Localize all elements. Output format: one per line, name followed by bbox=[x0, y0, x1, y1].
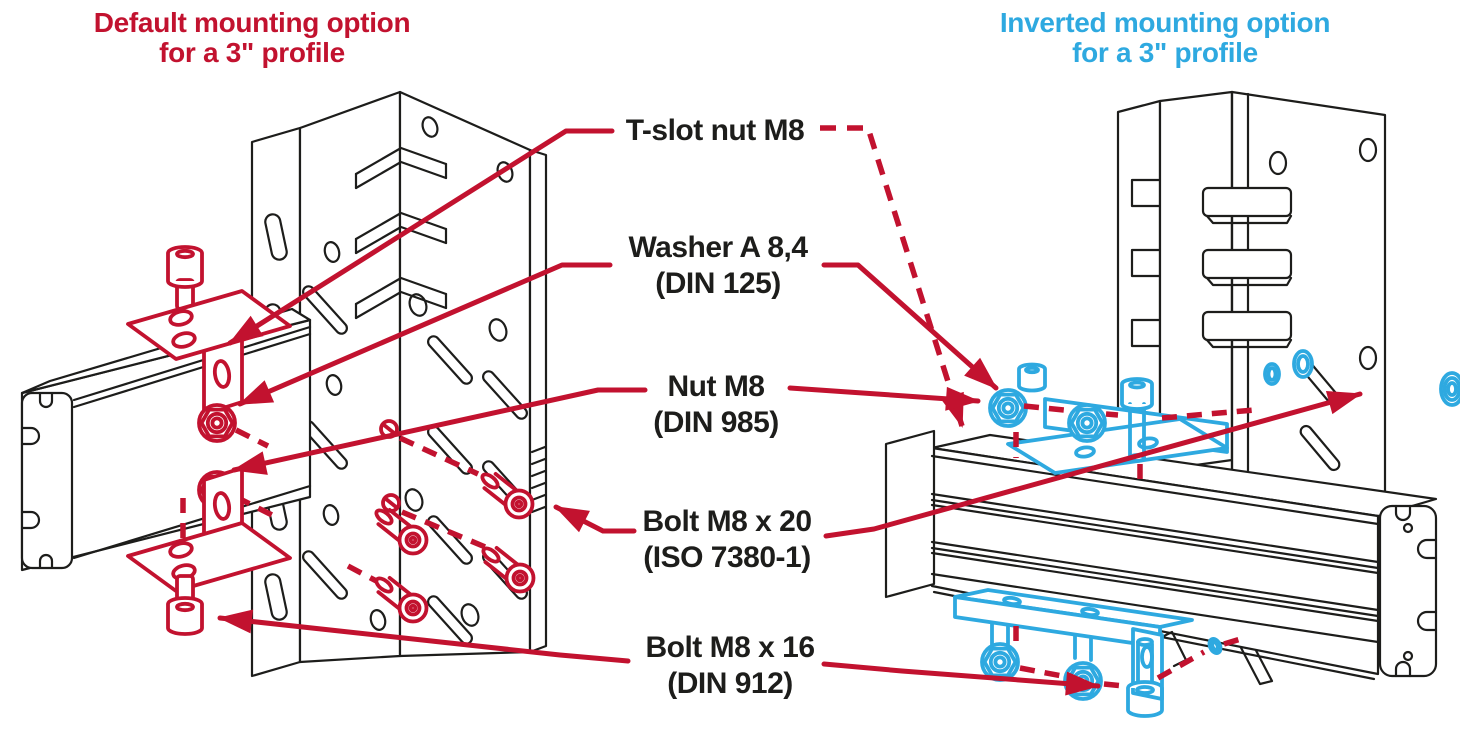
leader-nut-right bbox=[787, 385, 981, 411]
angle-bracket-bottom bbox=[126, 466, 292, 593]
leader-nut-left bbox=[231, 387, 648, 475]
label-bolt-m8x16-line1: Bolt M8 x 16 bbox=[645, 631, 815, 664]
label-bolt-m8x20: Bolt M8 x 20 (ISO 7380-1) bbox=[567, 504, 887, 576]
left-title-line1: Default mounting option bbox=[93, 7, 411, 38]
fasteners-through-holes bbox=[1263, 349, 1314, 386]
right-title-line2: for a 3" profile bbox=[1072, 37, 1258, 68]
hex-nut-top-1 bbox=[988, 388, 1028, 428]
red-mounting-hardware bbox=[126, 245, 536, 636]
label-bolt-m8x16-line2: (DIN 912) bbox=[667, 667, 793, 700]
label-t-slot-nut: T-slot nut M8 bbox=[555, 113, 875, 149]
nut-necks bbox=[990, 622, 1093, 662]
angle-bracket-top bbox=[126, 289, 292, 416]
socket-bolt-behind-nut bbox=[1017, 362, 1047, 393]
leader-washer-left bbox=[237, 262, 613, 407]
left-title-line2: for a 3" profile bbox=[159, 37, 345, 68]
blue-mounting-hardware-bottom bbox=[953, 588, 1245, 718]
leader-washer-right bbox=[821, 262, 999, 391]
socket-bolt-bottom bbox=[166, 574, 204, 636]
right-assembly-drawing bbox=[884, 90, 1460, 718]
hex-nut-bottom-1 bbox=[980, 642, 1020, 682]
right-title: Inverted mounting option for a 3" profil… bbox=[970, 8, 1360, 68]
label-bolt-m8x20-line2: (ISO 7380-1) bbox=[643, 541, 811, 574]
hex-nut-top-2 bbox=[1067, 403, 1107, 443]
leader-bolt-m8x16-left bbox=[217, 609, 631, 664]
assembly-axis-dashed bbox=[1013, 626, 1245, 689]
hex-nut-bottom-2 bbox=[1063, 661, 1103, 701]
label-nut: Nut M8 (DIN 985) bbox=[556, 369, 876, 441]
label-washer-line1: Washer A 8,4 bbox=[628, 231, 808, 264]
leader-bolt-m8x16-right bbox=[821, 661, 1101, 696]
label-washer-line2: (DIN 125) bbox=[655, 267, 781, 300]
socket-bolt-top bbox=[166, 245, 204, 311]
leader-bolt-m8x20-right bbox=[823, 391, 1363, 539]
bolt-in-far-hole bbox=[1439, 371, 1460, 407]
label-nut-line1: Nut M8 bbox=[667, 370, 766, 403]
socket-bolt-inverted bbox=[1126, 637, 1164, 718]
leader-lines bbox=[217, 125, 1363, 696]
label-nut-line2: (DIN 985) bbox=[653, 406, 779, 439]
assembly-axis-dashed bbox=[1013, 403, 1255, 486]
hex-nut-upper bbox=[197, 403, 237, 443]
right-title-line1: Inverted mounting option bbox=[999, 7, 1331, 38]
leader-bolt-m8x20-left bbox=[553, 504, 637, 534]
left-title: Default mounting option for a 3" profile bbox=[57, 8, 447, 68]
leader-t-slot-nut-left bbox=[227, 128, 615, 346]
label-washer: Washer A 8,4 (DIN 125) bbox=[558, 230, 878, 302]
label-bolt-m8x16: Bolt M8 x 16 (DIN 912) bbox=[570, 630, 890, 702]
label-t-slot-nut-line1: T-slot nut M8 bbox=[625, 114, 805, 147]
blue-mounting-hardware-top bbox=[988, 362, 1255, 486]
label-bolt-m8x20-line1: Bolt M8 x 20 bbox=[642, 505, 812, 538]
t-slot-nut-underside bbox=[1207, 636, 1223, 656]
